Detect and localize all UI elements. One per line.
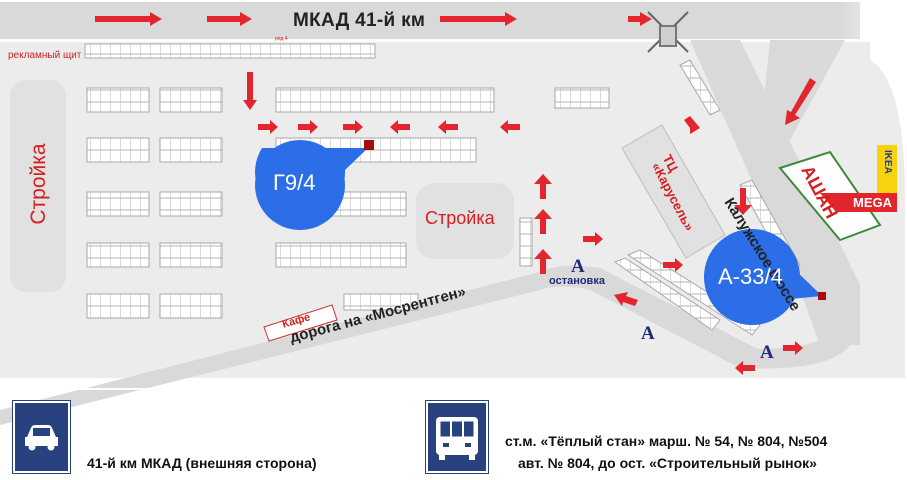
ikea-block	[877, 145, 897, 193]
car-sign	[12, 400, 71, 474]
car-icon	[25, 425, 58, 451]
marker-a334-pin	[704, 229, 826, 325]
bus-stop-letter-1: A	[571, 256, 585, 277]
bus-stop-letter-3: A	[760, 342, 774, 363]
kaluzhskoe-road	[690, 40, 860, 345]
cafe-building	[263, 304, 338, 342]
construction-center-label: Стройка	[425, 208, 495, 228]
bus-stop-label: остановка	[549, 275, 605, 287]
construction-left-block	[10, 80, 66, 292]
mega-block	[820, 193, 897, 212]
row-label: ряд 4	[275, 36, 288, 42]
car-legend-text: 41-й км МКАД (внешняя сторона)	[87, 455, 317, 471]
construction-center-block	[416, 183, 514, 259]
parking-rows-left	[84, 43, 610, 319]
bus-legend-line1: ст.м. «Тёплый стан» марш. № 54, № 804, №…	[505, 433, 828, 449]
marker-a334-label: А-33/4	[718, 264, 783, 289]
windmill-icon	[647, 11, 689, 53]
marker-g94-pin	[255, 140, 374, 230]
mega-label: MEGA	[853, 195, 892, 210]
bus-legend-line2: авт. № 804, до ост. «Строительный рынок»	[518, 455, 817, 471]
bus-stop-letter-2: A	[641, 323, 655, 344]
bus-icon	[436, 417, 478, 460]
ikea-label: IKEA	[882, 150, 893, 174]
marker-g94-label: Г9/4	[273, 170, 316, 195]
mkad-label: МКАД 41-й км	[293, 10, 426, 31]
billboard-label: рекламный щит	[8, 50, 82, 61]
construction-left-label: Стройка	[27, 143, 50, 225]
bus-sign	[425, 400, 489, 474]
mall-building	[621, 124, 726, 259]
traffic-arrows	[95, 12, 816, 375]
